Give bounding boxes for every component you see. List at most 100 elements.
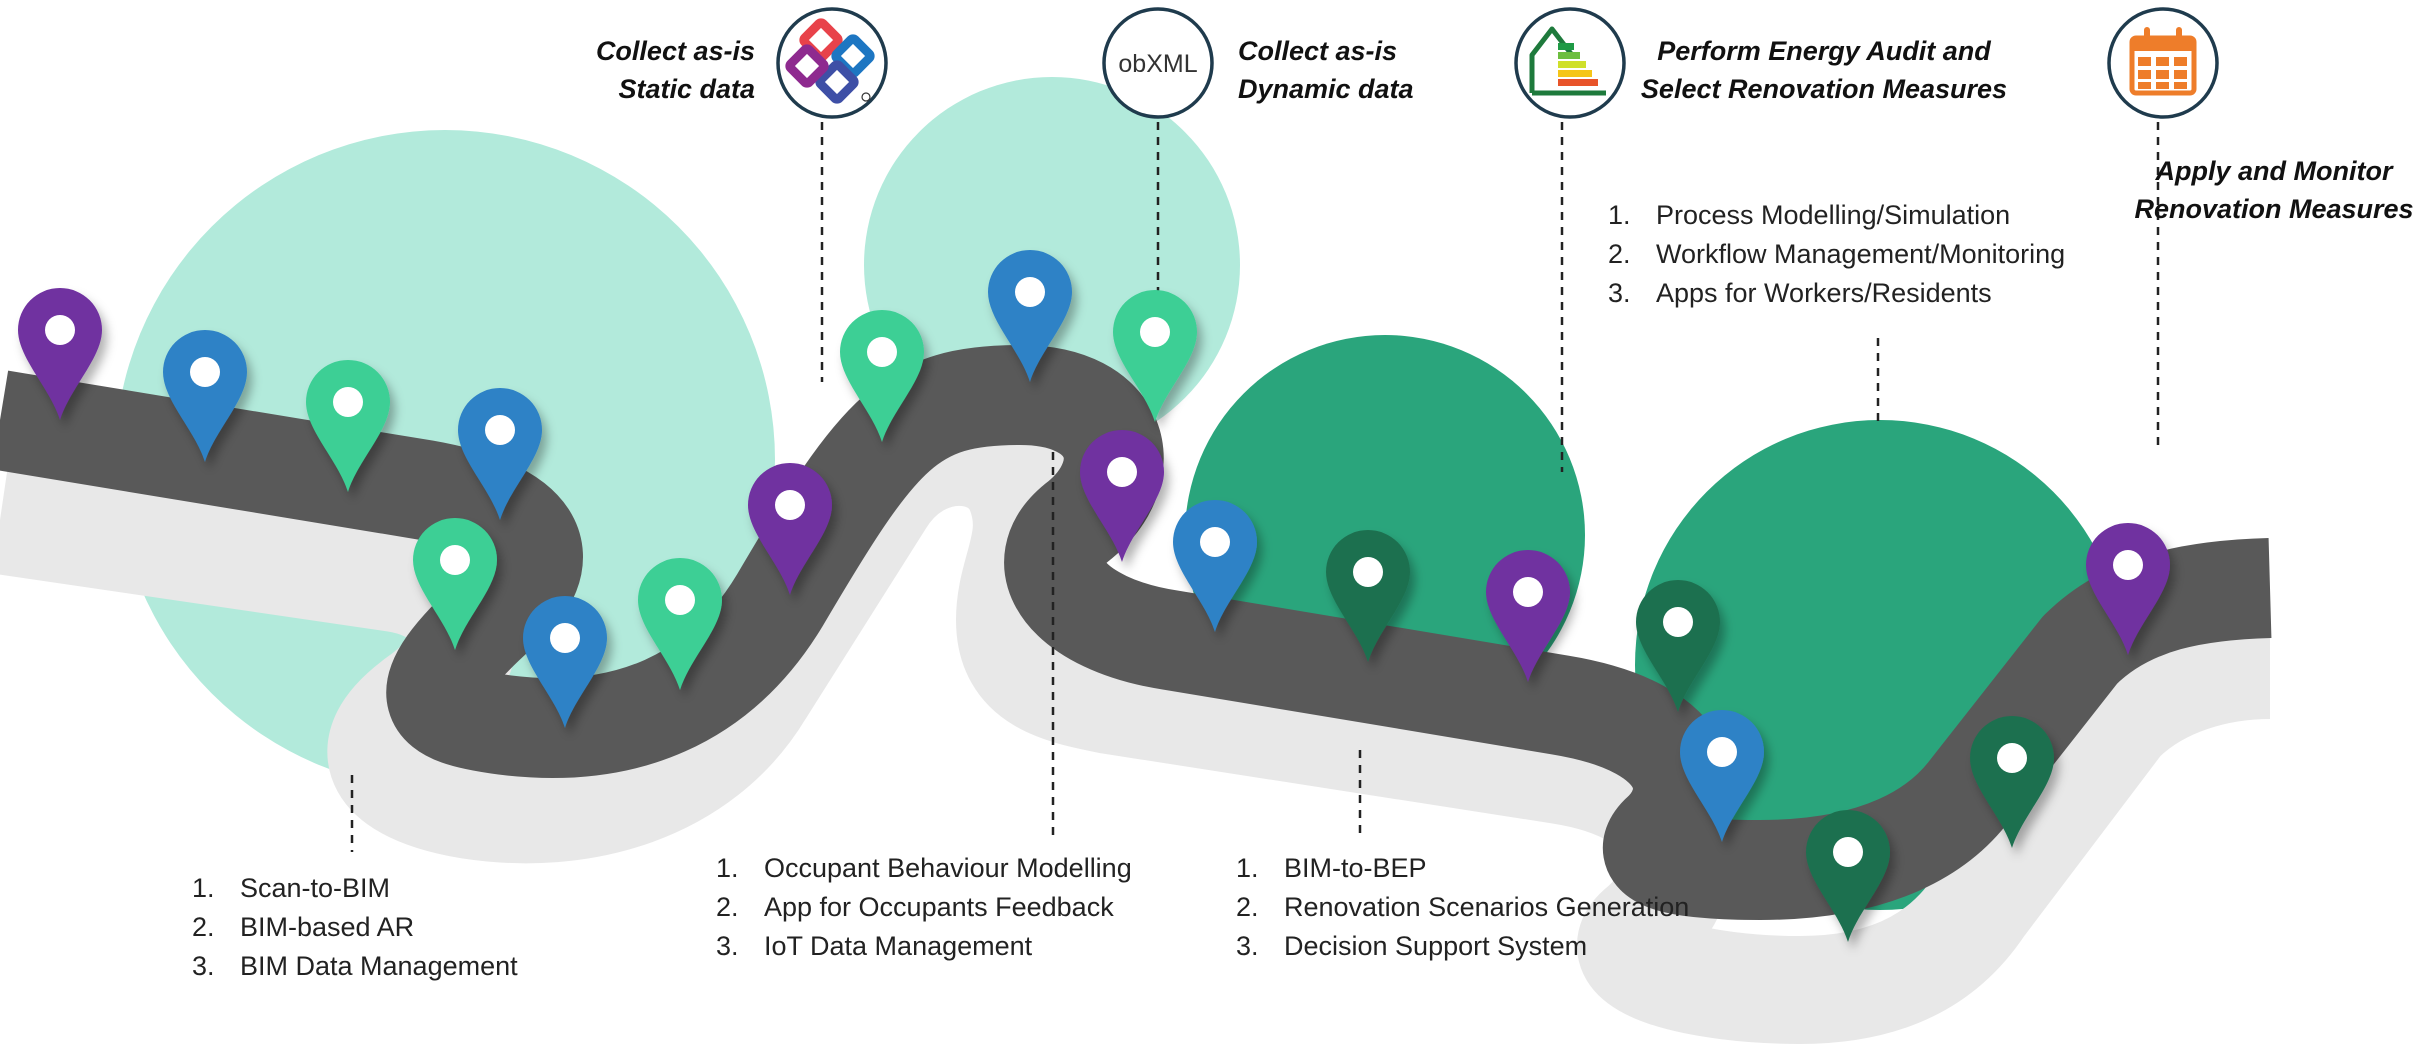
calendar-icon (2107, 7, 2219, 119)
map-pin (1680, 710, 1764, 842)
map-pin-icon (638, 558, 722, 690)
tool-list-static: 1.Scan-to-BIM 2.BIM-based AR 3.BIM Data … (192, 869, 518, 986)
stage-icons: obXML (776, 7, 2219, 119)
map-pin-hole (1513, 577, 1543, 607)
map-pin-hole (775, 490, 805, 520)
stage-title-line: Select Renovation Measures (1640, 74, 2008, 104)
stage-title-line: Collect as-is (595, 36, 755, 66)
map-pin (413, 518, 497, 650)
stage-title-line: Perform Energy Audit and (1657, 36, 1991, 66)
list-item-label: Process Modelling/Simulation (1656, 200, 2011, 230)
list-item: 1.Process Modelling/Simulation (1608, 200, 2011, 230)
list-item-label: Workflow Management/Monitoring (1656, 239, 2066, 269)
ifc-logo-icon (776, 7, 888, 119)
map-pin (1113, 290, 1197, 422)
list-item: 3.Decision Support System (1236, 931, 1588, 961)
tool-list-audit: 1.BIM-to-BEP 2.Renovation Scenarios Gene… (1236, 849, 1689, 966)
map-pin (1806, 810, 1890, 942)
map-pin-icon (1970, 716, 2054, 848)
map-pin-icon (1486, 550, 1570, 682)
list-item: 2.BIM-based AR (192, 912, 415, 942)
map-pin-hole (550, 623, 580, 653)
list-item: 3.BIM Data Management (192, 951, 518, 981)
map-pin-icon (163, 330, 247, 462)
map-pin (1326, 530, 1410, 662)
map-pin-hole (1663, 607, 1693, 637)
list-item: 3.Apps for Workers/Residents (1608, 278, 1992, 308)
map-pin-icon (748, 463, 832, 595)
map-pin (748, 463, 832, 595)
map-pin-hole (867, 337, 897, 367)
list-item-label: BIM-based AR (240, 912, 415, 942)
map-pin (1080, 430, 1164, 562)
map-pin (1636, 580, 1720, 712)
list-item: 2.Renovation Scenarios Generation (1236, 892, 1690, 922)
list-item: 2.Workflow Management/Monitoring (1608, 239, 2066, 269)
map-pin-hole (1200, 527, 1230, 557)
map-pin (458, 388, 542, 520)
map-pin-hole (665, 585, 695, 615)
map-pin-hole (440, 545, 470, 575)
energy-label-house-icon (1514, 7, 1626, 119)
map-pin-icon (18, 288, 102, 420)
list-item-label: IoT Data Management (764, 931, 1033, 961)
map-pin-hole (1707, 737, 1737, 767)
tool-list-dynamic: 1.Occupant Behaviour Modelling 2.App for… (716, 849, 1132, 966)
stage-title-dynamic: Collect as-is Dynamic data (1238, 32, 1414, 108)
stage-title-line: Dynamic data (1238, 74, 1414, 104)
tool-list-monitor: 1.Process Modelling/Simulation 2.Workflo… (1608, 196, 2065, 313)
obxml-label: obXML (1118, 50, 1197, 78)
map-pin (2086, 523, 2170, 655)
map-pin-hole (485, 415, 515, 445)
map-pin-icon (1806, 810, 1890, 942)
map-pin-icon (413, 518, 497, 650)
map-pin (306, 359, 390, 492)
map-pin (1486, 550, 1570, 682)
stage-title-line: Renovation Measures (2134, 194, 2414, 224)
map-pin-icon (1326, 530, 1410, 662)
map-pin-icon (2086, 523, 2170, 655)
map-pin-icon (523, 596, 607, 728)
map-pin-icon (1680, 710, 1764, 842)
list-item-label: Renovation Scenarios Generation (1284, 892, 1690, 922)
map-pin-hole (333, 387, 363, 417)
map-pin (163, 330, 247, 462)
map-pin (1173, 500, 1257, 632)
map-pin-hole (1140, 317, 1170, 347)
stage-title-static: Collect as-is Static data (596, 32, 755, 108)
list-item: 1.BIM-to-BEP (1236, 853, 1427, 883)
list-item: 1.Occupant Behaviour Modelling (716, 853, 1132, 883)
list-item: 1.Scan-to-BIM (192, 873, 391, 903)
list-item-label: Apps for Workers/Residents (1656, 278, 1992, 308)
map-pin-hole (45, 315, 75, 345)
map-pin-icon (1080, 430, 1164, 562)
list-item-label: Occupant Behaviour Modelling (764, 853, 1132, 883)
map-pin-hole (1353, 557, 1383, 587)
stage-title-line: Static data (618, 74, 755, 104)
map-pin-hole (1997, 743, 2027, 773)
stage-title-monitor: Apply and Monitor Renovation Measures (2124, 152, 2422, 228)
map-pin (18, 288, 102, 420)
map-pin-hole (2113, 550, 2143, 580)
stage-title-line: Collect as-is (1238, 36, 1398, 66)
pins (18, 250, 2170, 942)
leader-lines (350, 122, 2160, 852)
map-pin (638, 558, 722, 690)
map-pin-hole (1107, 457, 1137, 487)
list-item-label: BIM Data Management (240, 951, 518, 981)
map-pin-icon (1636, 580, 1720, 712)
list-item: 2.App for Occupants Feedback (716, 892, 1114, 922)
map-pin-icon (458, 388, 542, 520)
list-item-label: BIM-to-BEP (1284, 853, 1427, 883)
road-shadow (0, 397, 2272, 1044)
map-pin-hole (1833, 837, 1863, 867)
map-pin-icon (306, 359, 390, 492)
map-pin-icon (1173, 500, 1257, 632)
map-pin-hole (190, 357, 220, 387)
list-item: 3.IoT Data Management (716, 931, 1033, 961)
map-pin (523, 596, 607, 728)
map-pin-hole (1015, 277, 1045, 307)
map-pin (1970, 716, 2054, 848)
stage-title-line: Apply and Monitor (2155, 156, 2393, 186)
